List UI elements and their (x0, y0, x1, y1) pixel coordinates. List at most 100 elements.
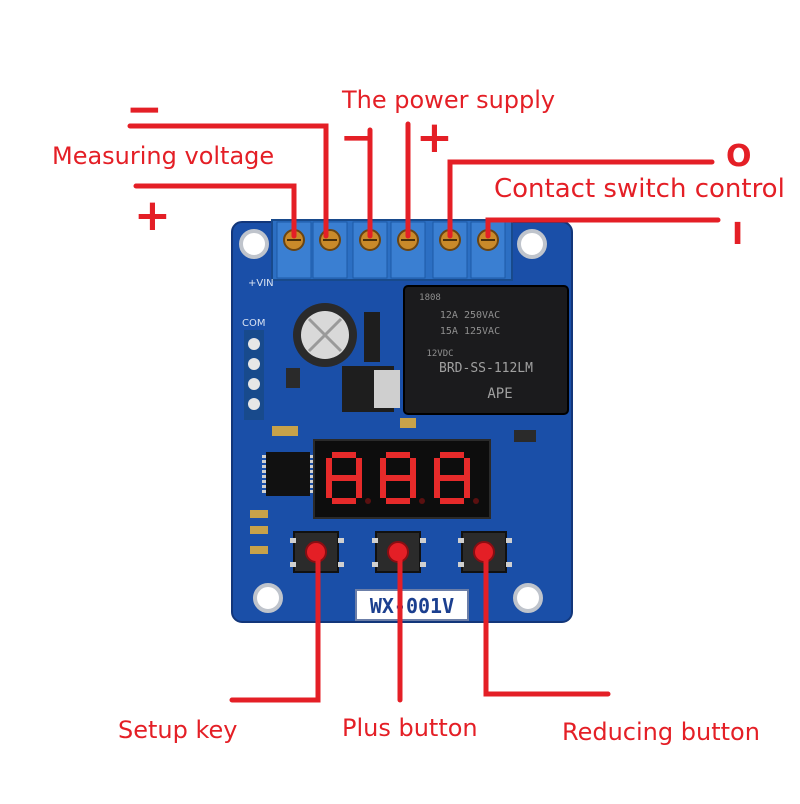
measure-positive-leader (133, 183, 297, 239)
measure-positive-symbol: + (134, 190, 171, 241)
relay-code: 1808 (419, 293, 441, 303)
digit-3-segment-6 (434, 478, 440, 498)
ic-pin-right-7 (310, 485, 314, 488)
contact-closed-symbol: I (732, 217, 744, 252)
relay-rating-2: 12A 250VAC (440, 310, 500, 321)
power-negative-symbol: − (340, 115, 374, 161)
plus-button-lead-1 (372, 538, 378, 543)
electrolytic-capacitor (293, 303, 357, 367)
digit-1-segment-6 (326, 478, 332, 498)
vin-silkscreen: +VIN (248, 278, 274, 289)
ic-pin-right-1 (310, 455, 314, 458)
plus-button-label: Plus button (342, 714, 478, 742)
ic-pin-left-5 (262, 475, 266, 478)
digit-2-segment-5 (410, 458, 416, 478)
control-ic (262, 452, 314, 496)
resistor-r5 (250, 510, 268, 518)
status-led (514, 430, 536, 442)
plus-button-lead-3 (372, 562, 378, 567)
digit-1-segment-7 (356, 478, 362, 498)
ic-pin-right-4 (310, 470, 314, 473)
ic-pin-right-2 (310, 460, 314, 463)
model-label-bg (355, 589, 469, 621)
setup-key-label: Setup key (118, 716, 238, 744)
reducing-button-lead-4 (506, 562, 512, 567)
digit-2-segment-4 (380, 458, 386, 478)
mount-hole-top-right (517, 229, 547, 259)
terminal-block (271, 219, 513, 281)
digit-1-segment-5 (356, 458, 362, 478)
setup-key-lead-1 (290, 538, 296, 543)
digit-2-segment-3 (386, 498, 410, 504)
contact-open-leader (447, 159, 715, 239)
contact-closed-leader (485, 217, 721, 239)
digit-1-segment-1 (332, 452, 356, 458)
setup-key-lead-2 (338, 538, 344, 543)
regulator-tab (374, 370, 400, 408)
capacitor-c1 (400, 418, 416, 428)
digit-1-segment-2 (332, 475, 356, 481)
measuring-voltage-label: Measuring voltage (52, 142, 275, 170)
contact-switch-control-label: Contact switch control (494, 174, 785, 204)
relay-coil: 12VDC (426, 349, 453, 359)
header-pin-1 (248, 338, 260, 350)
setup-key-leader (229, 553, 321, 703)
setup-key-lead-4 (338, 562, 344, 567)
digit-3-segment-7 (464, 478, 470, 498)
power-positive-symbol: + (416, 112, 453, 163)
resistor-r4 (250, 546, 268, 554)
mount-hole-bottom-left (253, 583, 283, 613)
ic-pin-left-6 (262, 480, 266, 483)
relay: 12A 250VAC 15A 125VAC BRD-SS-112LM APE 1… (403, 285, 569, 415)
header-strip (244, 330, 264, 420)
ic-pin-left-3 (262, 465, 266, 468)
capacitor-c2 (272, 426, 298, 436)
smd-resistor (286, 368, 300, 388)
capacitor-vent (307, 317, 343, 353)
setup-key-lead-3 (290, 562, 296, 567)
digit-2-segment-2 (386, 475, 410, 481)
ic-pin-left-4 (262, 470, 266, 473)
digit-3-segment-5 (464, 458, 470, 478)
digit-3-segment-1 (440, 452, 464, 458)
ic-pin-left-7 (262, 485, 266, 488)
ic-pin-right-5 (310, 475, 314, 478)
digit-1-decimal-point (365, 498, 371, 504)
header-pin-3 (248, 378, 260, 390)
reducing-button-lead-3 (458, 562, 464, 567)
reducing-button-leader (483, 553, 611, 697)
reducing-button-lead-2 (506, 538, 512, 543)
ic-pin-right-8 (310, 490, 314, 493)
digit-3-decimal-point (473, 498, 479, 504)
relay-body (403, 285, 569, 415)
relay-rating-1: 15A 125VAC (440, 326, 500, 337)
resistor-r6 (250, 526, 268, 534)
digit-2-segment-1 (386, 452, 410, 458)
ic-pin-left-2 (262, 460, 266, 463)
relay-model: BRD-SS-112LM (439, 361, 533, 376)
plus-button-lead-4 (420, 562, 426, 567)
digit-2-segment-7 (410, 478, 416, 498)
digit-1-segment-4 (326, 458, 332, 478)
relay-brand: APE (487, 386, 512, 402)
com-silkscreen: COM (242, 318, 265, 329)
seven-segment-display (313, 439, 491, 519)
leader-lines (127, 121, 721, 703)
ic-pin-right-6 (310, 480, 314, 483)
plus-button-lead-2 (420, 538, 426, 543)
digit-2-segment-6 (380, 478, 386, 498)
com-header (244, 330, 264, 420)
ic-pin-right-3 (310, 465, 314, 468)
digit-3-segment-4 (434, 458, 440, 478)
digit-2-decimal-point (419, 498, 425, 504)
ic-pin-left-1 (262, 455, 266, 458)
digit-3-segment-3 (440, 498, 464, 504)
power-supply-label: The power supply (342, 86, 556, 114)
digit-3-segment-2 (440, 475, 464, 481)
reducing-button-label: Reducing button (562, 718, 760, 746)
reducing-button-lead-1 (458, 538, 464, 543)
measure-negative-symbol: − (126, 84, 163, 135)
diode-db1 (364, 312, 380, 362)
